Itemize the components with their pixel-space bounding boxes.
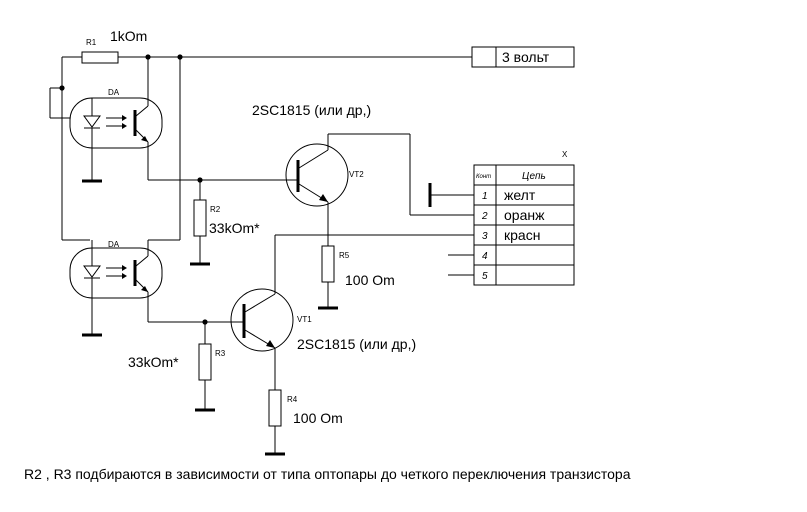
connector-x [473,164,575,286]
connector-pin: 3 [482,231,488,242]
r5-label: R5 [339,251,350,260]
vt1-model: 2SC1815 (или др,) [297,336,416,352]
connector-pin: 4 [482,251,488,262]
connector-col-contact: Конт [476,174,491,180]
da-top-label: DA [108,88,120,97]
connector-pin: 5 [482,271,488,282]
footnote: R2 , R3 подбираются в зависимости от тип… [24,466,631,482]
optocoupler-bottom [69,240,163,337]
r2-value: 33kOm* [209,220,260,236]
r1-label: R1 [86,38,97,47]
da-bottom-label: DA [108,240,120,249]
vt2-label: VT2 [349,170,364,179]
resistor-r5 [318,245,338,310]
optocoupler-top [69,97,163,183]
connector-circuit: оранж [504,207,545,223]
r5-value: 100 Om [345,272,395,288]
resistor-r4 [265,389,285,456]
connector-pin: 2 [481,211,488,222]
resistor-r3 [195,322,215,412]
transistor-vt1 [230,235,294,390]
resistor-r2 [190,180,210,266]
r1-value: 1kOm [110,28,147,44]
r3-label: R3 [215,349,226,358]
connector-circuit: желт [504,187,536,203]
r4-value: 100 Om [293,410,343,426]
connector-col-circuit: Цепь [522,171,546,182]
power-terminal [471,46,575,68]
connector-ref: X [562,150,568,159]
connector-circuit: красн [504,227,540,243]
transistor-vt2 [285,134,349,246]
connector-pin: 1 [482,191,488,202]
power-label: 3 вольт [502,49,550,65]
r3-value: 33kOm* [128,354,179,370]
resistor-r1 [62,51,472,64]
r2-label: R2 [210,205,221,214]
r4-label: R4 [287,395,298,404]
vt2-model: 2SC1815 (или др,) [252,102,371,118]
vt1-label: VT1 [297,315,312,324]
